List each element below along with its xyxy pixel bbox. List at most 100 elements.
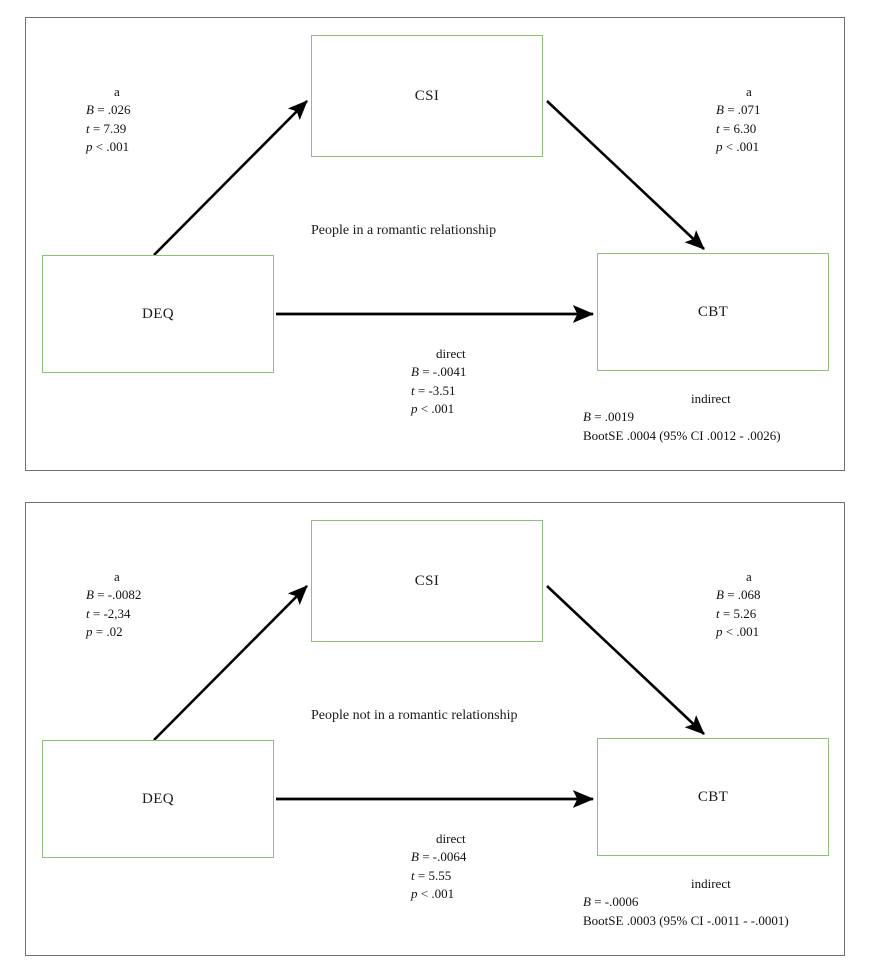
annotation-indirect-bottom: indirect B = -.0006 BootSE .0003 (95% CI… bbox=[583, 875, 789, 930]
path-a-p-value: = .02 bbox=[95, 624, 123, 640]
group-title-bottom: People not in a romantic relationship bbox=[311, 708, 518, 723]
indirect-b-label: B bbox=[583, 409, 591, 425]
path-b-t-line: t = 6.30 bbox=[716, 120, 761, 138]
path-a-b-label: B bbox=[86, 587, 94, 603]
path-a-header: a bbox=[114, 569, 120, 584]
path-b-b-value: = .071 bbox=[727, 102, 761, 118]
direct-t-label: t bbox=[411, 867, 415, 883]
group-title-top: People in a romantic relationship bbox=[311, 223, 497, 238]
path-b-p-value: < .001 bbox=[725, 624, 760, 640]
node-deq-label: DEQ bbox=[141, 790, 175, 807]
arrow-deq-to-csi bbox=[153, 585, 308, 741]
path-b-t-label: t bbox=[716, 120, 720, 136]
node-deq: DEQ bbox=[42, 255, 274, 373]
annotation-path-a-bottom: a B = -.0082 t = -2,34 p = .02 bbox=[86, 568, 141, 642]
node-cbt: CBT bbox=[597, 738, 829, 856]
node-csi-label: CSI bbox=[414, 572, 440, 589]
path-b-t-line: t = 5.26 bbox=[716, 605, 761, 623]
indirect-header: indirect bbox=[691, 391, 731, 406]
direct-t-value: = -3.51 bbox=[417, 382, 456, 398]
path-a-header: a bbox=[114, 84, 120, 99]
direct-b-value: = -.0041 bbox=[422, 364, 467, 380]
panel-top-inner: CSI DEQ CBT People in a romantic relatio… bbox=[26, 18, 844, 470]
direct-p-label: p bbox=[411, 886, 418, 902]
path-a-t-value: = 7.39 bbox=[92, 120, 127, 136]
path-a-p-line: p = .02 bbox=[86, 623, 141, 641]
node-csi: CSI bbox=[311, 35, 543, 157]
path-a-b-line: B = -.0082 bbox=[86, 586, 141, 604]
path-b-header: a bbox=[746, 569, 752, 584]
path-b-b-line: B = .071 bbox=[716, 101, 761, 119]
path-a-t-line: t = -2,34 bbox=[86, 605, 141, 623]
direct-t-line: t = 5.55 bbox=[411, 867, 466, 885]
direct-p-line: p < .001 bbox=[411, 400, 466, 418]
direct-p-line: p < .001 bbox=[411, 885, 466, 903]
annotation-path-b-top: a B = .071 t = 6.30 p < .001 bbox=[716, 83, 761, 157]
path-a-t-label: t bbox=[86, 605, 90, 621]
direct-b-line: B = -.0041 bbox=[411, 363, 466, 381]
path-a-b-label: B bbox=[86, 102, 94, 118]
path-b-b-label: B bbox=[716, 102, 724, 118]
path-b-p-label: p bbox=[716, 139, 723, 155]
panel-bottom-inner: CSI DEQ CBT People not in a romantic rel… bbox=[26, 503, 844, 955]
node-deq: DEQ bbox=[42, 740, 274, 858]
path-b-p-line: p < .001 bbox=[716, 138, 761, 156]
indirect-b-label: B bbox=[583, 894, 591, 910]
direct-p-value: < .001 bbox=[420, 401, 455, 417]
path-b-p-line: p < .001 bbox=[716, 623, 761, 641]
node-cbt-label: CBT bbox=[697, 788, 729, 805]
annotation-path-b-bottom: a B = .068 t = 5.26 p < .001 bbox=[716, 568, 761, 642]
indirect-b-value: = .0019 bbox=[594, 409, 635, 425]
indirect-b-line: B = .0019 bbox=[583, 408, 781, 426]
direct-t-line: t = -3.51 bbox=[411, 382, 466, 400]
node-deq-label: DEQ bbox=[141, 305, 175, 322]
node-cbt-label: CBT bbox=[697, 303, 729, 320]
node-cbt: CBT bbox=[597, 253, 829, 371]
annotation-direct-bottom: direct B = -.0064 t = 5.55 p < .001 bbox=[411, 830, 466, 904]
direct-header: direct bbox=[436, 831, 466, 846]
path-a-p-label: p bbox=[86, 139, 93, 155]
panel-not-romantic-relationship: CSI DEQ CBT People not in a romantic rel… bbox=[25, 502, 845, 956]
path-a-p-line: p < .001 bbox=[86, 138, 131, 156]
annotation-direct-top: direct B = -.0041 t = -3.51 p < .001 bbox=[411, 345, 466, 419]
path-b-t-label: t bbox=[716, 605, 720, 621]
indirect-boot-line: BootSE .0003 (95% CI -.0011 - -.0001) bbox=[583, 912, 789, 928]
path-a-p-value: < .001 bbox=[95, 139, 130, 155]
path-a-t-label: t bbox=[86, 120, 90, 136]
panel-romantic-relationship: CSI DEQ CBT People in a romantic relatio… bbox=[25, 17, 845, 471]
path-b-b-label: B bbox=[716, 587, 724, 603]
node-csi: CSI bbox=[311, 520, 543, 642]
direct-b-label: B bbox=[411, 849, 419, 865]
path-a-b-value: = .026 bbox=[97, 102, 131, 118]
indirect-header: indirect bbox=[691, 876, 731, 891]
path-b-t-value: = 5.26 bbox=[722, 605, 757, 621]
path-b-b-value: = .068 bbox=[727, 587, 761, 603]
path-b-header: a bbox=[746, 84, 752, 99]
direct-p-value: < .001 bbox=[420, 886, 455, 902]
path-b-b-line: B = .068 bbox=[716, 586, 761, 604]
direct-t-label: t bbox=[411, 382, 415, 398]
annotation-path-a-top: a B = .026 t = 7.39 p < .001 bbox=[86, 83, 131, 157]
direct-b-value: = -.0064 bbox=[422, 849, 467, 865]
path-a-t-value: = -2,34 bbox=[92, 605, 131, 621]
path-a-p-label: p bbox=[86, 624, 93, 640]
path-a-b-value: = -.0082 bbox=[97, 587, 142, 603]
node-csi-label: CSI bbox=[414, 87, 440, 104]
direct-p-label: p bbox=[411, 401, 418, 417]
path-a-t-line: t = 7.39 bbox=[86, 120, 131, 138]
indirect-b-line: B = -.0006 bbox=[583, 893, 789, 911]
path-b-p-value: < .001 bbox=[725, 139, 760, 155]
annotation-indirect-top: indirect B = .0019 BootSE .0004 (95% CI … bbox=[583, 390, 781, 445]
indirect-boot-line: BootSE .0004 (95% CI .0012 - .0026) bbox=[583, 427, 781, 443]
direct-header: direct bbox=[436, 346, 466, 361]
path-a-b-line: B = .026 bbox=[86, 101, 131, 119]
indirect-b-value: = -.0006 bbox=[594, 894, 639, 910]
arrow-deq-to-csi bbox=[153, 100, 308, 256]
direct-b-line: B = -.0064 bbox=[411, 848, 466, 866]
arrow-csi-to-cbt bbox=[546, 100, 705, 250]
direct-t-value: = 5.55 bbox=[417, 867, 452, 883]
arrow-csi-to-cbt bbox=[546, 585, 705, 735]
direct-b-label: B bbox=[411, 364, 419, 380]
path-b-p-label: p bbox=[716, 624, 723, 640]
path-b-t-value: = 6.30 bbox=[722, 120, 757, 136]
